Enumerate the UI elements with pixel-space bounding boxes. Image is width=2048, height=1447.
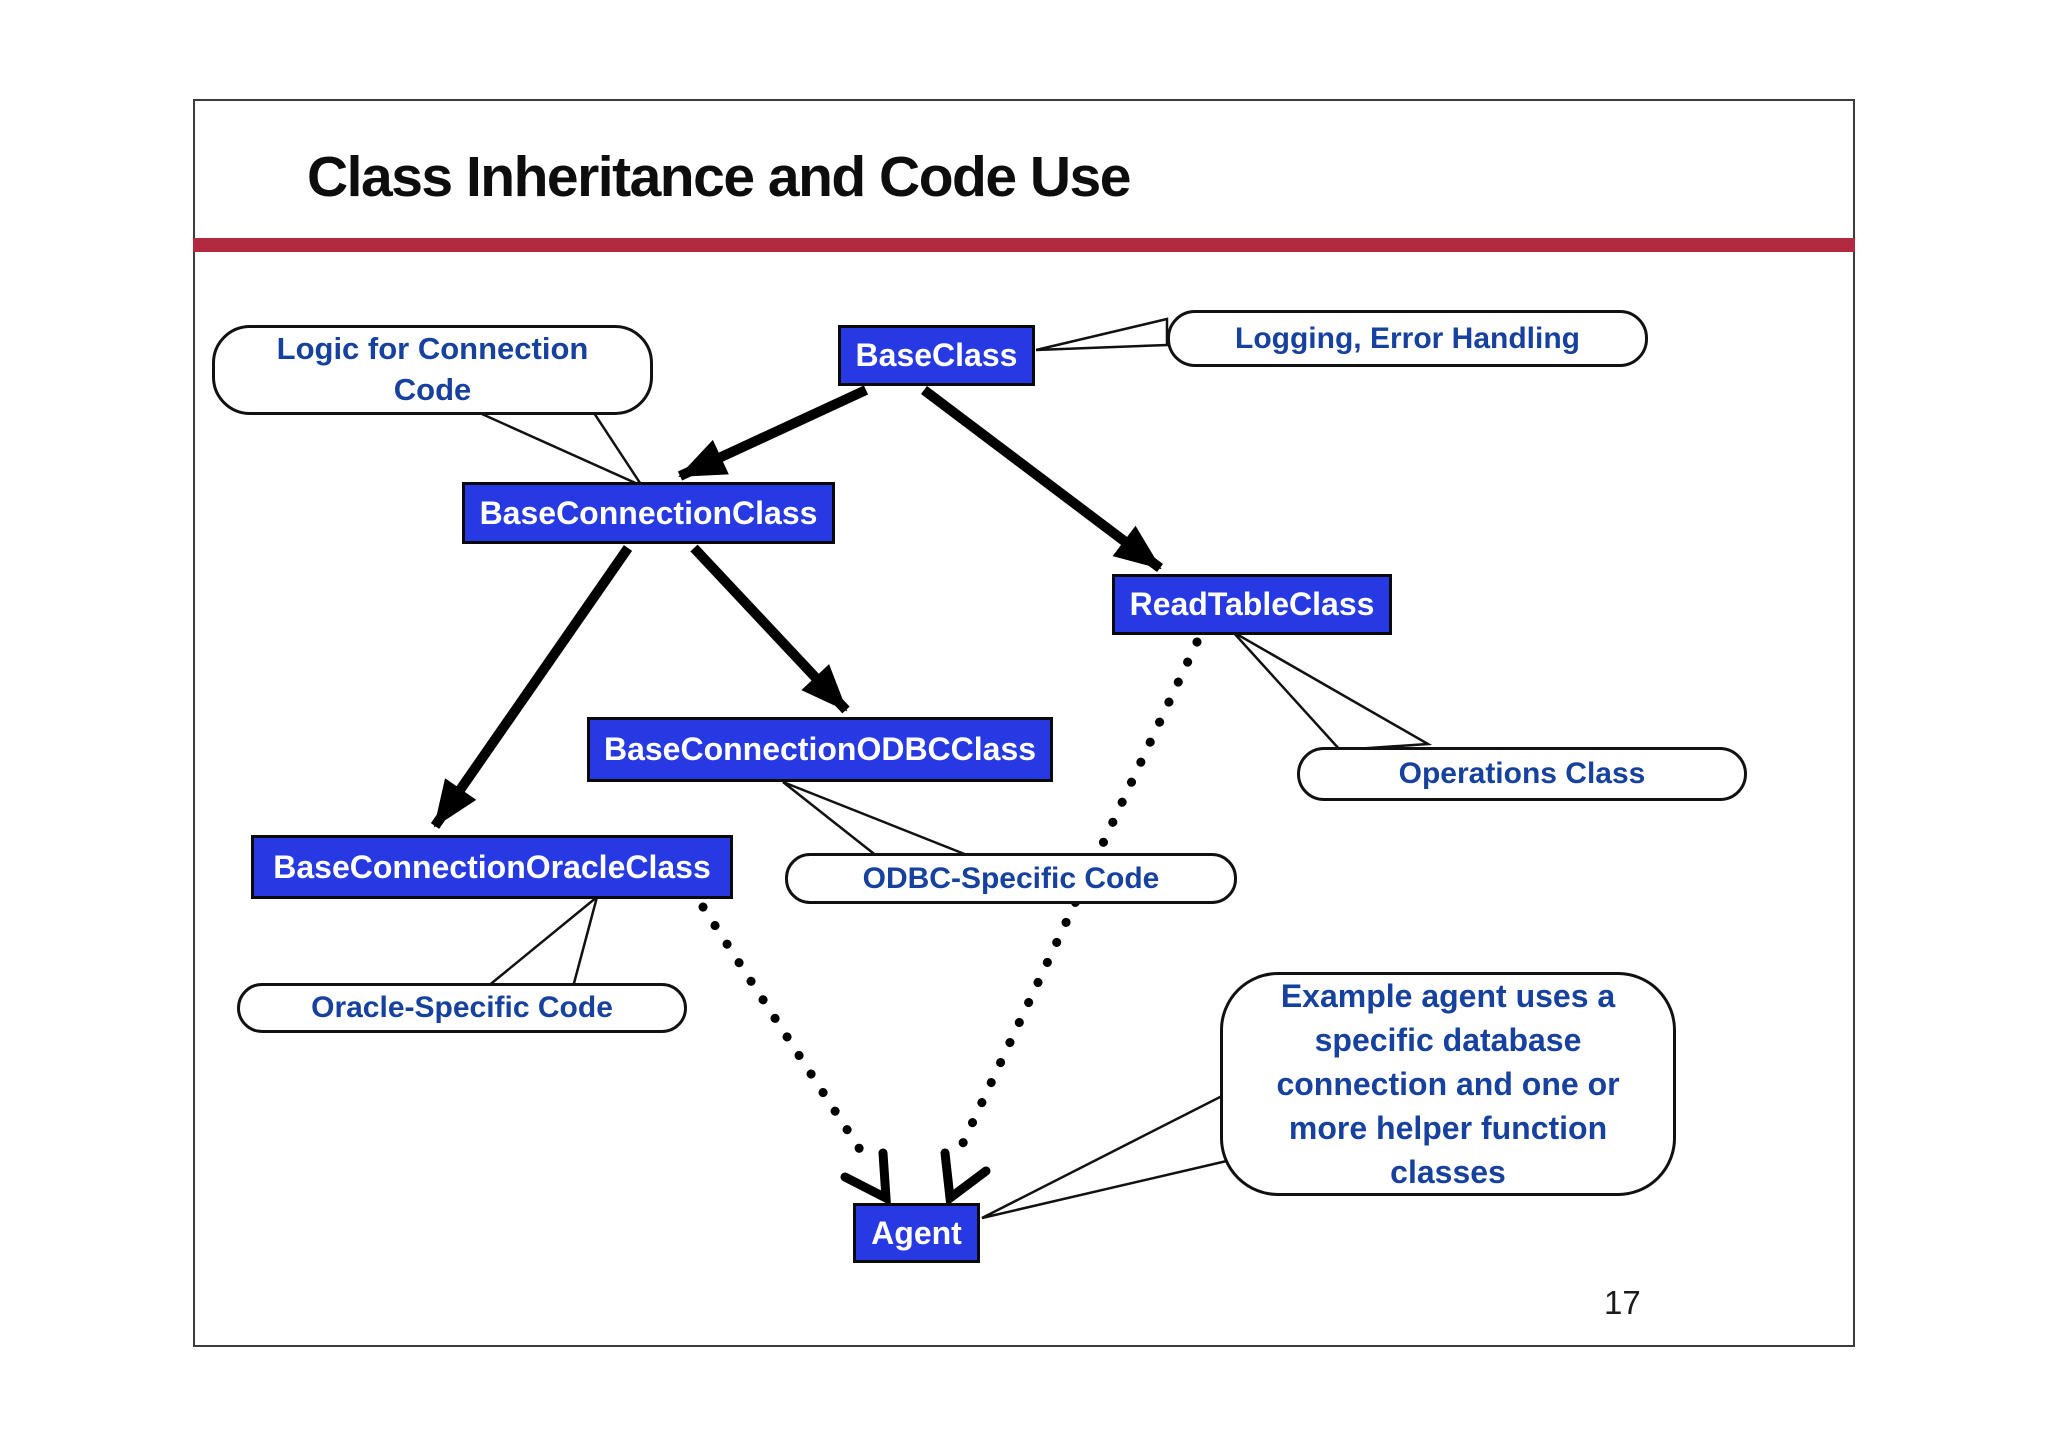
- callout-text: Operations Class: [1398, 757, 1646, 791]
- node-read-table-class[interactable]: ReadTableClass: [1112, 574, 1392, 635]
- node-label: BaseClass: [855, 337, 1018, 373]
- node-base-class[interactable]: BaseClass: [838, 325, 1035, 386]
- node-label: BaseConnectionODBCClass: [603, 731, 1037, 767]
- callout-logic-for-connection-code: Logic for Connection Code: [212, 325, 653, 415]
- edge-solid-group: [430, 385, 1164, 829]
- tail-example: [981, 1094, 1233, 1220]
- page-number: 17: [1604, 1284, 1641, 1321]
- callout-text: Logging, Error Handling: [1235, 321, 1580, 355]
- tail-logging: [1035, 317, 1169, 352]
- edge-baseclass-readtableclass: [920, 386, 1164, 572]
- arrowhead-readtable-agent: [940, 1148, 991, 1207]
- edge-baseclass-baseconnectionclass: [677, 385, 869, 481]
- node-base-connection-oracle-class[interactable]: BaseConnectionOracleClass: [251, 835, 733, 899]
- callout-example-agent: Example agent uses a specific database c…: [1220, 972, 1676, 1196]
- node-label: Agent: [871, 1214, 962, 1251]
- callout-operations-class: Operations Class: [1297, 747, 1747, 801]
- node-base-connection-odbc-class[interactable]: BaseConnectionODBCClass: [587, 717, 1053, 782]
- callout-oracle-specific-code: Oracle-Specific Code: [237, 983, 687, 1033]
- edge-baseconnectionclass-odbcclass: [690, 544, 850, 714]
- node-base-connection-class[interactable]: BaseConnectionClass: [462, 482, 835, 544]
- title-accent-bar: [193, 238, 1855, 252]
- callout-logging-error-handling: Logging, Error Handling: [1167, 310, 1648, 367]
- node-agent[interactable]: Agent: [853, 1203, 980, 1263]
- edge-readtableclass-agent: [958, 637, 1202, 1148]
- callout-text: ODBC-Specific Code: [862, 861, 1160, 895]
- tail-logic: [472, 408, 646, 489]
- tail-odbc: [782, 780, 973, 859]
- tail-oracle: [483, 893, 600, 989]
- edge-oracleclass-agent: [698, 902, 873, 1167]
- node-label: BaseConnectionClass: [479, 494, 818, 531]
- slide-title: Class Inheritance and Code Use: [307, 145, 1131, 209]
- tail-operations: [1232, 630, 1433, 752]
- callout-tails: [472, 317, 1433, 1220]
- node-label: ReadTableClass: [1129, 586, 1375, 622]
- callout-text: Example agent uses a specific database c…: [1276, 977, 1620, 1191]
- callout-text: Logic for Connection Code: [276, 331, 589, 407]
- callout-text: Oracle-Specific Code: [311, 991, 613, 1025]
- callout-odbc-specific-code: ODBC-Specific Code: [785, 853, 1237, 904]
- node-label: BaseConnectionOracleClass: [273, 848, 711, 885]
- edge-dotted-group: [698, 637, 1202, 1207]
- arrowhead-oracle-agent: [840, 1148, 892, 1206]
- edge-baseconnectionclass-oracleclass: [430, 545, 633, 829]
